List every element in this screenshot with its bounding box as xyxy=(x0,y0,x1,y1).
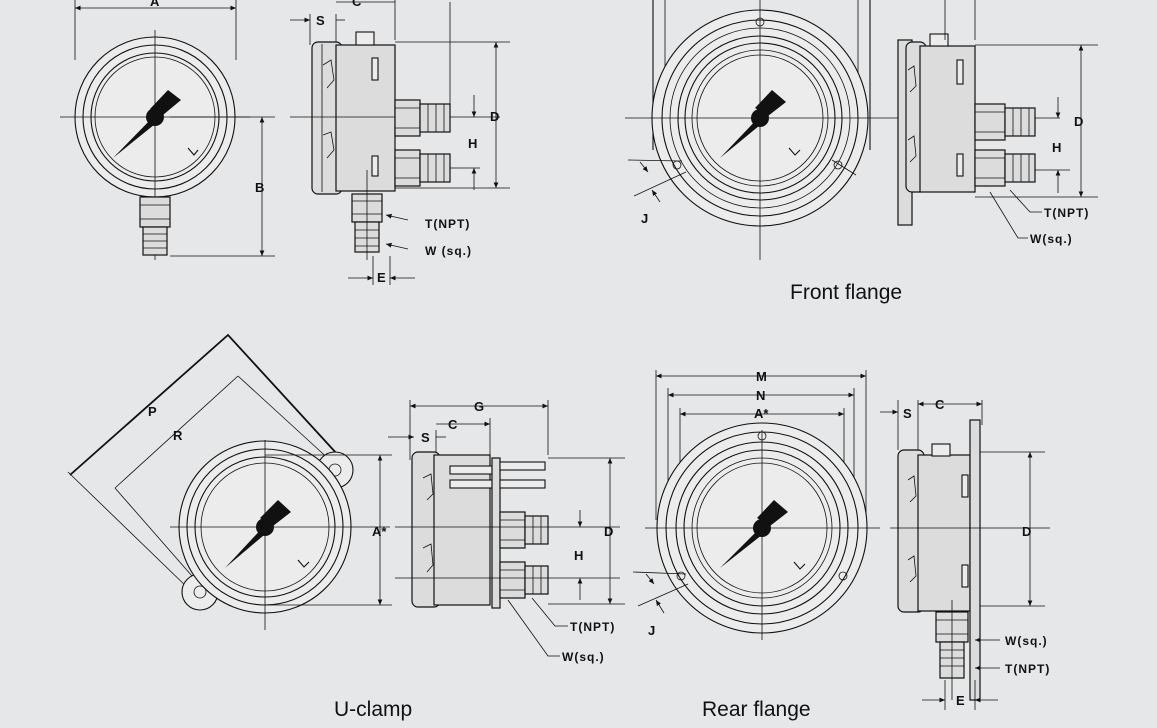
dim-label-E: E xyxy=(377,270,386,285)
dim-label-T-npt: T(NPT) xyxy=(425,217,470,231)
dim-label-C-rear: C xyxy=(935,397,945,412)
dim-label-R: R xyxy=(173,428,183,443)
dim-label-D: D xyxy=(490,109,499,124)
dim-label-D-uclamp: D xyxy=(604,524,613,539)
dim-label-G: G xyxy=(474,399,484,414)
front-flange-side-view: D H T(NPT) W(sq.) xyxy=(897,0,1098,246)
rear-flange-side-view: S C D W(sq.) xyxy=(880,397,1050,710)
dim-label-J-front: J xyxy=(641,211,648,226)
caption-front-flange: Front flange xyxy=(790,281,902,304)
dim-label-H-front: H xyxy=(1052,140,1061,155)
gauge-bottom-stem xyxy=(139,196,171,256)
dim-label-T-npt-uclamp: T(NPT) xyxy=(570,620,615,634)
caption-rear-flange: Rear flange xyxy=(702,698,811,721)
dim-label-T-npt-front: T(NPT) xyxy=(1044,206,1089,220)
dim-label-W-sq-rear: W(sq.) xyxy=(1005,634,1048,648)
panel-bottom-mount: A B xyxy=(60,0,275,260)
dim-label-W-sq: W (sq.) xyxy=(425,244,472,258)
rear-flange-dial: J xyxy=(632,422,880,640)
dim-label-D-front: D xyxy=(1074,114,1083,129)
dim-label-S: S xyxy=(316,13,325,28)
dim-label-A-star-uclamp: A* xyxy=(372,524,387,539)
dim-label-A: A xyxy=(150,0,160,9)
dim-label-P: P xyxy=(148,404,157,419)
dim-label-B: B xyxy=(255,180,264,195)
dim-label-S-uclamp: S xyxy=(421,430,430,445)
caption-u-clamp: U-clamp xyxy=(334,698,412,721)
dim-label-E-rear: E xyxy=(956,693,965,708)
dim-label-M: M xyxy=(756,369,767,384)
dim-label-N: N xyxy=(756,388,765,403)
panel-rear-flange: M N A* J xyxy=(632,369,1050,721)
dim-label-C-uclamp: C xyxy=(448,417,458,432)
u-clamp-dial xyxy=(170,440,390,630)
dim-label-J-rear: J xyxy=(648,623,655,638)
dim-label-A-star-rear: A* xyxy=(754,406,769,421)
panel-side-view-back: S C xyxy=(290,0,510,285)
dim-label-W-sq-uclamp: W(sq.) xyxy=(562,650,605,664)
dim-label-D-rear: D xyxy=(1022,524,1031,539)
panel-front-flange: J xyxy=(625,0,1098,304)
dim-label-C: C xyxy=(352,0,362,9)
dim-label-T-npt-rear: T(NPT) xyxy=(1005,662,1050,676)
dim-label-H: H xyxy=(468,136,477,151)
panel-u-clamp: P R A* G xyxy=(67,333,625,721)
dim-label-S-rear: S xyxy=(903,406,912,421)
u-clamp-side-view: G C S xyxy=(388,399,625,664)
dim-label-W-sq-front: W(sq.) xyxy=(1030,232,1073,246)
dim-label-H-uclamp: H xyxy=(574,548,583,563)
front-flange-dial: J xyxy=(625,0,1060,260)
